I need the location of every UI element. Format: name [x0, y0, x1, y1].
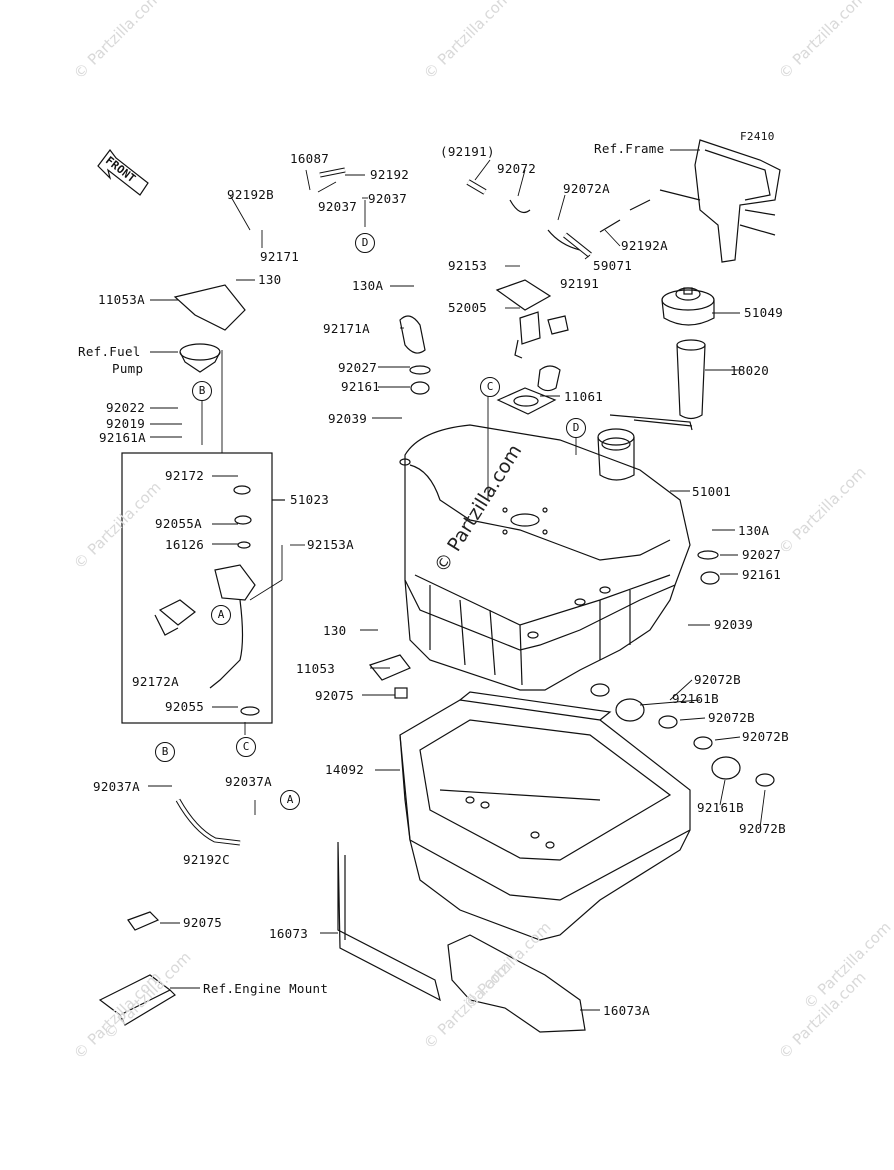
part-label[interactable]: 92153A: [307, 537, 354, 552]
callout-a: A: [280, 790, 300, 810]
part-label[interactable]: 92019: [106, 416, 146, 431]
fuel-tank: [399, 424, 691, 691]
frame-bracket: [659, 139, 781, 263]
heat-shield-16073: [337, 841, 441, 1002]
leader-lines: [148, 149, 766, 1011]
callout-a: A: [211, 605, 231, 625]
ref-engine-mount-label: Ref.Engine Mount: [203, 981, 329, 996]
part-label[interactable]: 14092: [325, 762, 365, 777]
part-label[interactable]: 52005: [448, 300, 488, 315]
part-label[interactable]: 92037A: [93, 779, 140, 794]
part-label[interactable]: 16126: [165, 537, 205, 552]
ref-frame-label: Ref.Frame: [594, 141, 665, 156]
part-label[interactable]: 92072B: [742, 729, 789, 744]
part-label[interactable]: 92037A: [225, 774, 272, 789]
callout-b: B: [192, 381, 212, 401]
part-label[interactable]: 130: [323, 623, 347, 638]
part-label[interactable]: 92027: [742, 547, 782, 562]
part-label[interactable]: 92022: [106, 400, 146, 415]
part-label[interactable]: 92161A: [99, 430, 146, 445]
callout-d: D: [355, 233, 375, 253]
part-label[interactable]: 16087: [290, 151, 330, 166]
part-label[interactable]: (92191): [440, 144, 495, 159]
bracket-11053a: [173, 284, 246, 373]
part-label[interactable]: 130A: [738, 523, 770, 538]
part-label[interactable]: 11053A: [98, 292, 145, 307]
clamp-92171a: [399, 315, 720, 585]
heat-shield-16073a: [447, 934, 586, 1033]
part-label[interactable]: 92072B: [708, 710, 755, 725]
ref-fuel-pump-label: Ref.Fuel: [78, 344, 141, 359]
part-label[interactable]: 92075: [315, 688, 355, 703]
filler-tube: [676, 339, 706, 420]
part-label[interactable]: 92161B: [697, 800, 744, 815]
part-label[interactable]: 92153: [448, 258, 488, 273]
callout-c: C: [480, 377, 500, 397]
part-label[interactable]: 51023: [290, 492, 330, 507]
part-label[interactable]: 92172: [165, 468, 205, 483]
part-label[interactable]: 92192: [370, 167, 410, 182]
part-label[interactable]: 92072A: [563, 181, 610, 196]
grommets: [590, 683, 775, 787]
callout-d: D: [566, 418, 586, 438]
fuel-cock-assembly-box: [121, 452, 273, 724]
part-label[interactable]: 59071: [593, 258, 633, 273]
part-label[interactable]: 16073A: [603, 1003, 650, 1018]
part-label[interactable]: 92072B: [694, 672, 741, 687]
part-label[interactable]: 18020: [730, 363, 770, 378]
part-label[interactable]: 51049: [744, 305, 784, 320]
fuel-tank-tray: [399, 691, 691, 941]
part-label[interactable]: 92192B: [227, 187, 274, 202]
part-label[interactable]: 92161B: [672, 691, 719, 706]
part-label[interactable]: 130A: [352, 278, 384, 293]
part-label[interactable]: 92072B: [739, 821, 786, 836]
part-label[interactable]: 92055: [165, 699, 205, 714]
part-label[interactable]: 92039: [714, 617, 754, 632]
part-label[interactable]: 92192C: [183, 852, 230, 867]
part-label[interactable]: 92161: [742, 567, 782, 582]
part-label[interactable]: 92037: [368, 191, 408, 206]
part-label[interactable]: 130: [258, 272, 282, 287]
part-label[interactable]: 11053: [296, 661, 336, 676]
part-label[interactable]: 92191: [560, 276, 600, 291]
fuel-cock: [154, 485, 260, 716]
callout-c: C: [236, 737, 256, 757]
fuel-pump-assembly: [495, 279, 569, 392]
callout-b: B: [155, 742, 175, 762]
part-label[interactable]: 92171A: [323, 321, 370, 336]
fuel-cap: [661, 287, 715, 326]
part-label[interactable]: 11061: [564, 389, 604, 404]
part-label[interactable]: 16073: [269, 926, 309, 941]
part-label[interactable]: 51001: [692, 484, 732, 499]
diagram-code: F2410: [740, 130, 775, 143]
part-label[interactable]: 92161: [341, 379, 381, 394]
part-label[interactable]: 92072: [497, 161, 537, 176]
part-label[interactable]: 92039: [328, 411, 368, 426]
pump-gasket: [496, 387, 557, 415]
front-arrow-icon: [97, 149, 149, 196]
part-label[interactable]: 92192A: [621, 238, 668, 253]
hose-clips: [319, 167, 651, 258]
part-label[interactable]: 92027: [338, 360, 378, 375]
part-label[interactable]: 92172A: [132, 674, 179, 689]
bracket-11053: [368, 654, 411, 699]
part-label[interactable]: 92075: [183, 915, 223, 930]
part-label[interactable]: 92037: [318, 199, 358, 214]
ref-fuel-pump-label-2: Pump: [112, 361, 144, 376]
engine-mount-pad: [98, 911, 176, 1026]
part-label[interactable]: 92055A: [155, 516, 202, 531]
part-label[interactable]: 92171: [260, 249, 300, 264]
